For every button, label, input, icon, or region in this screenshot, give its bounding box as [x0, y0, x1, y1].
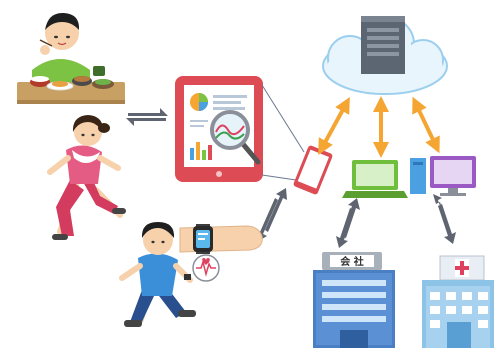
chopsticks [39, 39, 53, 47]
hair [141, 222, 175, 238]
pink-leggings [56, 180, 84, 236]
zoom-line [261, 174, 297, 181]
face [143, 225, 173, 255]
zoom-line [261, 84, 305, 153]
towel [72, 150, 100, 163]
hair [72, 115, 104, 132]
blue-shirt [138, 253, 178, 296]
heart-icon [202, 258, 210, 265]
jeans [130, 290, 154, 326]
face [74, 118, 102, 146]
eating-person-illustration [17, 12, 125, 104]
cloud-sync-arrows [318, 96, 440, 158]
face [45, 16, 79, 50]
hair [45, 12, 80, 30]
two-way-arrow [318, 96, 350, 156]
company-building: 会 社 [313, 252, 395, 348]
green-shirt [32, 59, 90, 82]
heart-rate-bubble [192, 254, 220, 282]
two-way-arrow-company [336, 198, 360, 248]
smartwatch-arm [179, 224, 263, 254]
desktop-pc-icon [410, 156, 476, 196]
two-way-arrow-left [126, 108, 168, 126]
heartbeat-icon [196, 259, 216, 277]
bar-chart-icon [190, 148, 194, 160]
two-way-arrow [412, 96, 440, 154]
laptop-icon [342, 160, 408, 198]
magnifier-icon [210, 110, 250, 150]
company-sign: 会 社 [340, 255, 363, 268]
two-way-arrow-center [256, 188, 287, 242]
smartphone-icon [293, 145, 333, 195]
jogging-woman-illustration [47, 115, 126, 240]
two-way-arrow-hospital [433, 194, 456, 244]
server-icon [361, 16, 405, 74]
cloud-server [322, 16, 448, 95]
pink-shirt [66, 145, 102, 184]
running-man-illustration [119, 222, 263, 327]
hospital-building [422, 255, 494, 348]
tablet-with-report [175, 76, 263, 182]
